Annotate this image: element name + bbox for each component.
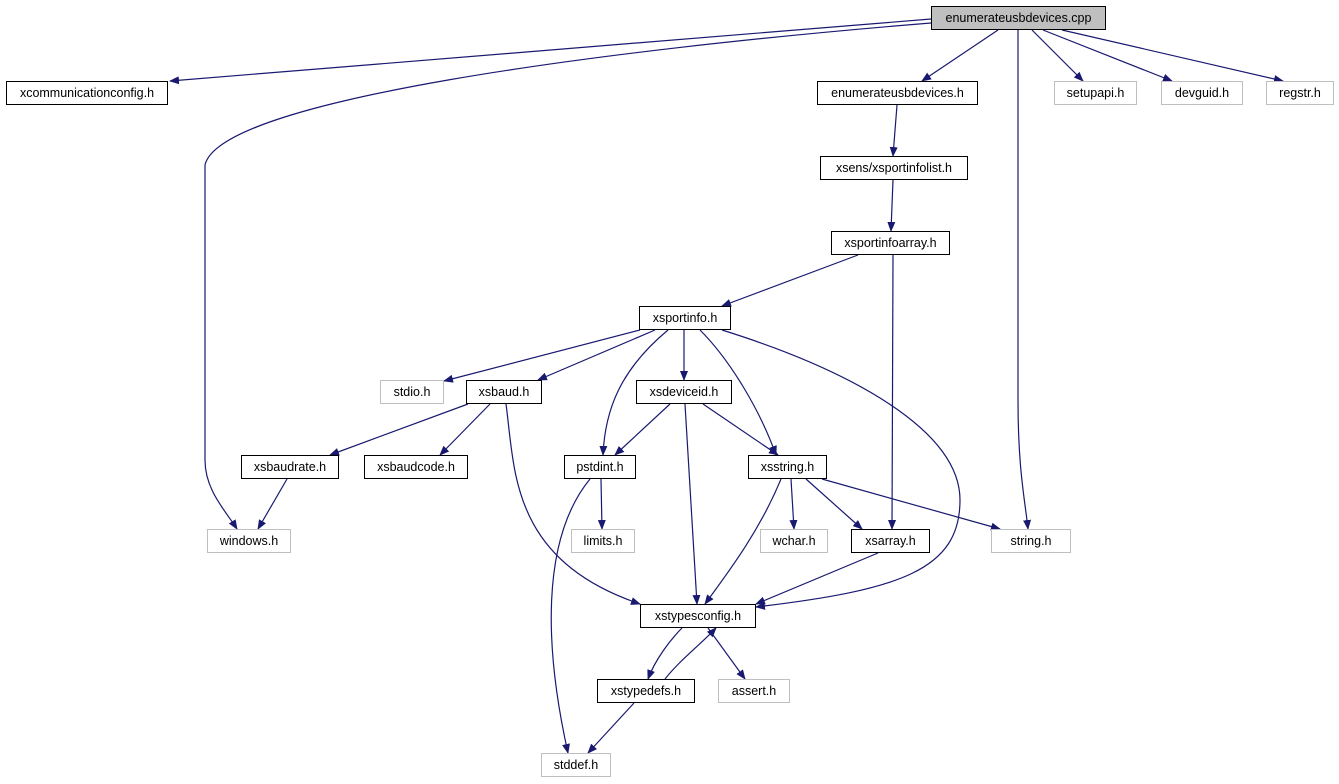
- edge-pstdint-to-stddef: [550, 478, 591, 754]
- node-deviceid[interactable]: xsdeviceid.h: [636, 380, 732, 404]
- edge-typedefs-to-typescfg: [664, 627, 717, 680]
- node-string: string.h: [991, 529, 1071, 553]
- edge-typedefs-to-stddef: [587, 702, 635, 754]
- edge-xsstring-to-string: [821, 478, 1001, 531]
- edge-portinfo-to-stdio: [443, 329, 641, 383]
- edge-xsarray-to-typescfg: [755, 552, 879, 605]
- node-typedefs[interactable]: xstypedefs.h: [597, 679, 695, 703]
- node-setupapi: setupapi.h: [1054, 81, 1137, 105]
- node-xsarray[interactable]: xsarray.h: [851, 529, 930, 553]
- node-root: enumerateusbdevices.cpp: [931, 6, 1106, 30]
- edge-typescfg-to-assert: [707, 627, 746, 680]
- node-limits: limits.h: [571, 529, 635, 553]
- node-xsstring[interactable]: xsstring.h: [748, 455, 827, 479]
- edge-root-to-setupapi: [1031, 29, 1084, 82]
- edge-enumh-to-list: [889, 104, 898, 157]
- edge-root-to-regstr: [1061, 29, 1284, 83]
- edge-xsstring-to-xsarray: [805, 478, 863, 530]
- edge-xsbaud-to-baudcode: [439, 403, 491, 456]
- edge-array-to-portinfo: [721, 254, 859, 307]
- edge-baudrate-to-windows: [257, 478, 288, 530]
- edge-xsstring-to-typescfg: [704, 478, 782, 605]
- edge-xsbaud-to-typescfg: [505, 403, 641, 605]
- node-baudrate[interactable]: xsbaudrate.h: [241, 455, 339, 479]
- node-portinfo[interactable]: xsportinfo.h: [639, 306, 731, 330]
- node-windows: windows.h: [207, 529, 291, 553]
- node-wchar: wchar.h: [760, 529, 828, 553]
- node-assert: assert.h: [718, 679, 790, 703]
- edge-deviceid-to-typescfg: [684, 403, 701, 605]
- edge-root-to-enumh: [921, 29, 999, 82]
- edge-root-to-string: [1017, 30, 1032, 530]
- edge-xsbaud-to-baudrate: [329, 403, 469, 456]
- node-baudcode[interactable]: xsbaudcode.h: [364, 455, 468, 479]
- edge-array-to-xsarray: [888, 254, 897, 530]
- edge-root-to-devguid: [1042, 29, 1173, 82]
- edge-list-to-array: [887, 179, 896, 232]
- node-regstr: regstr.h: [1266, 81, 1334, 105]
- edge-portinfo-to-xsbaud: [537, 329, 656, 381]
- node-xcomm[interactable]: xcommunicationconfig.h: [6, 81, 168, 105]
- node-array[interactable]: xsportinfoarray.h: [831, 231, 950, 255]
- node-list[interactable]: xsens/xsportinfolist.h: [820, 156, 968, 180]
- node-stdio: stdio.h: [380, 380, 444, 404]
- edge-pstdint-to-limits: [597, 478, 606, 530]
- edge-deviceid-to-pstdint: [614, 403, 671, 456]
- edge-root-to-windows: [204, 22, 932, 530]
- edge-deviceid-to-xsstring: [702, 403, 779, 456]
- node-stddef: stddef.h: [541, 753, 611, 777]
- edge-portinfo-to-pstdint: [599, 329, 669, 456]
- edge-portinfo-to-typescfg: [721, 329, 961, 610]
- node-enumh[interactable]: enumerateusbdevices.h: [817, 81, 978, 105]
- node-xsbaud[interactable]: xsbaud.h: [466, 380, 542, 404]
- node-devguid: devguid.h: [1161, 81, 1243, 105]
- edge-xsstring-to-wchar: [789, 478, 798, 530]
- edge-typescfg-to-typedefs: [647, 627, 683, 680]
- edge-root-to-xcomm: [169, 18, 932, 85]
- node-pstdint[interactable]: pstdint.h: [564, 455, 636, 479]
- node-typescfg[interactable]: xstypesconfig.h: [640, 604, 756, 628]
- edge-portinfo-to-xsstring: [699, 329, 777, 456]
